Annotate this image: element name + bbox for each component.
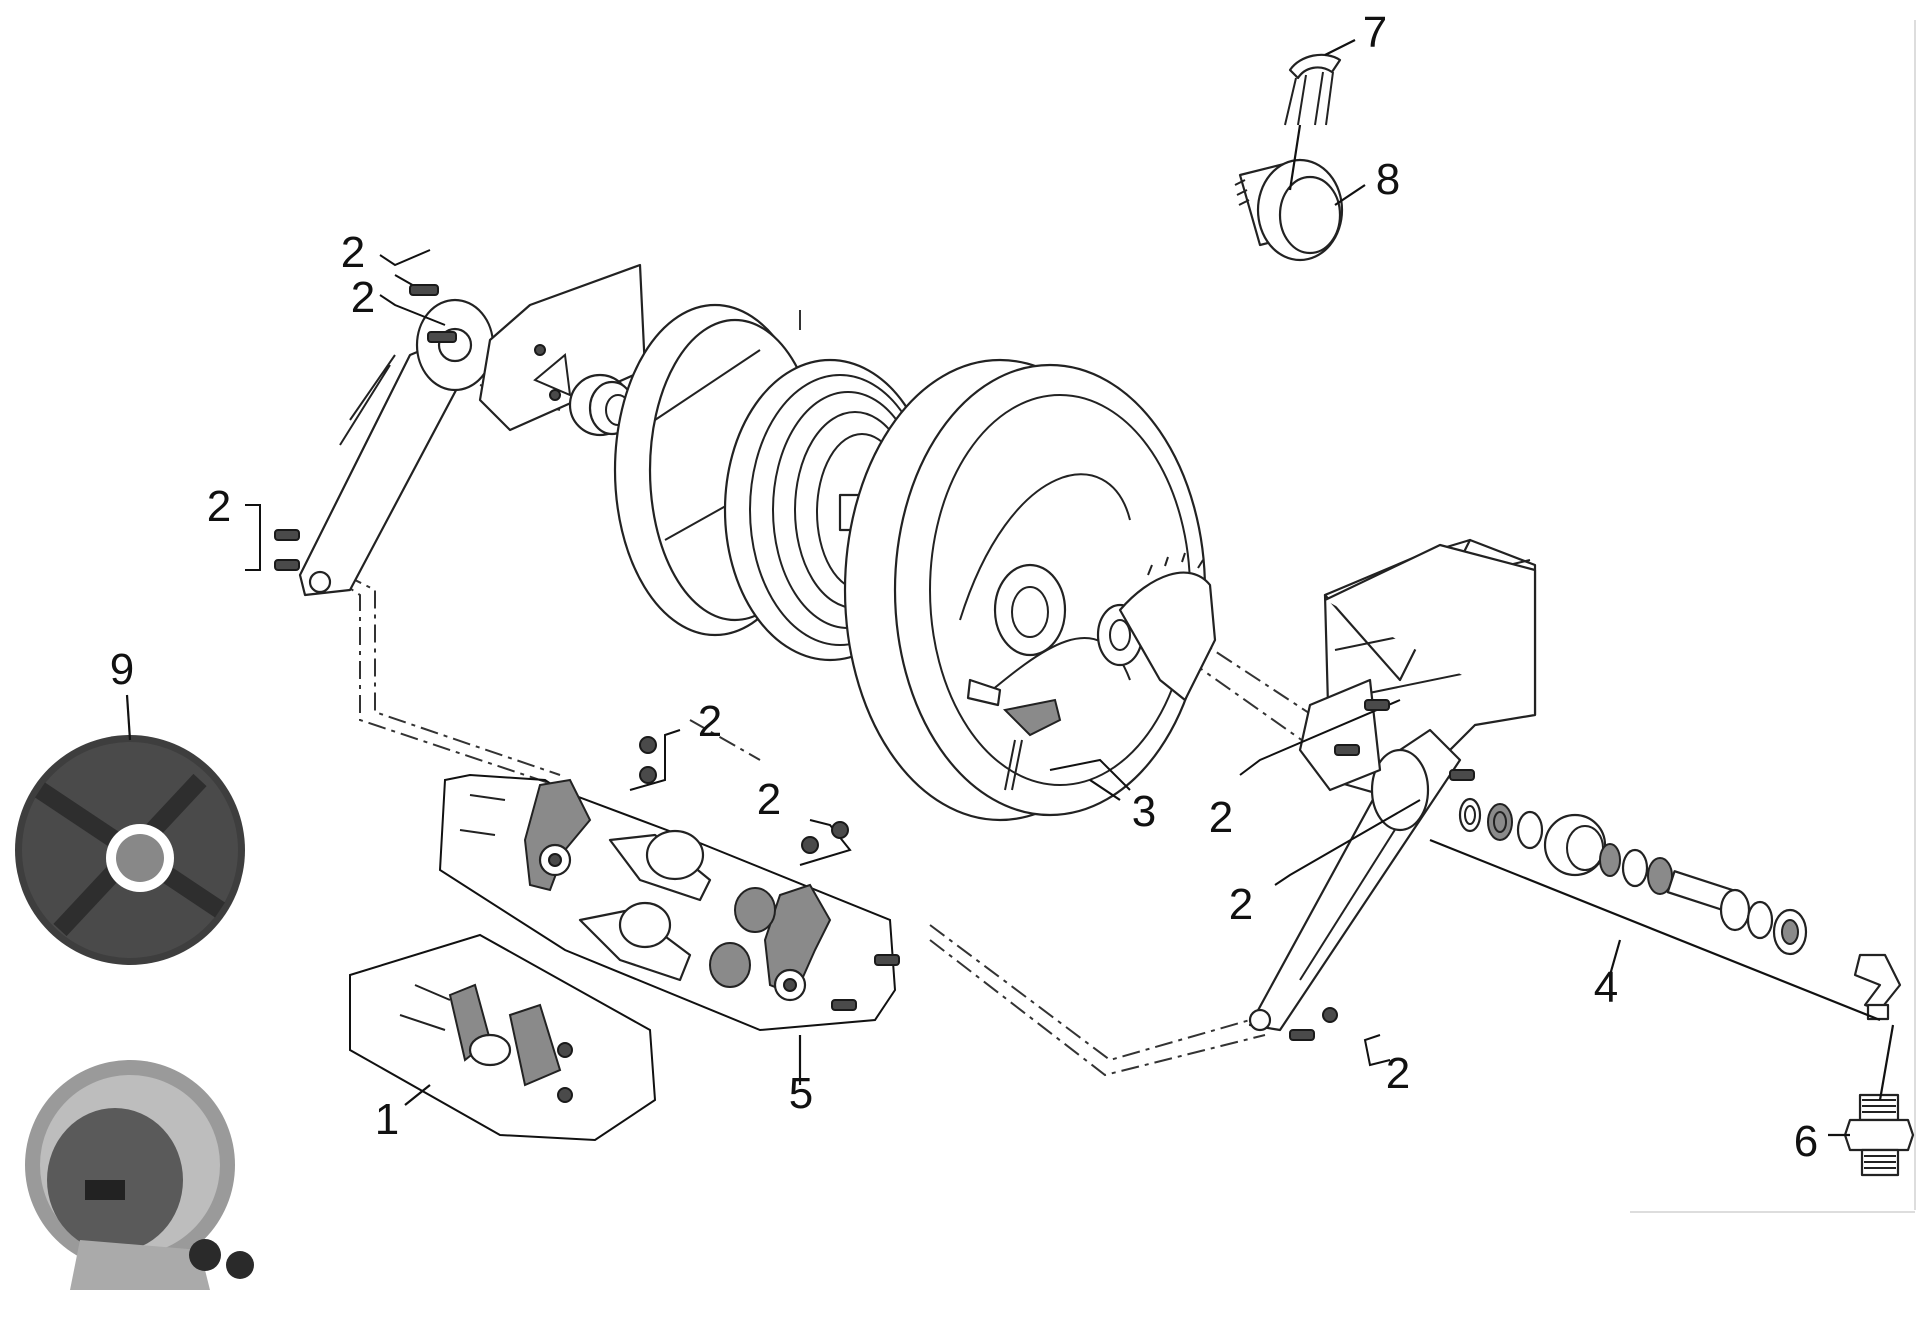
threaded-fitting [1843,1093,1915,1177]
assembly-5-brackets [438,773,897,1032]
callout-7: 7 [1362,8,1388,57]
callout-2-center-b: 2 [756,775,782,824]
bolts [274,284,1475,1103]
hose-drum [843,358,1217,822]
callout-2-bottom-right: 2 [1385,1049,1411,1098]
callout-1: 1 [374,1095,400,1144]
callout-2-right-a: 2 [1208,793,1234,842]
callout-2-top-b: 2 [350,273,376,322]
callout-5: 5 [788,1069,814,1118]
callout-2-right-b: 2 [1228,880,1254,929]
reel-cover-photo [15,735,245,965]
swivel-joint-parts [1458,797,1902,1021]
callout-3: 3 [1131,787,1157,836]
left-side-bracket [298,263,647,597]
callout-6: 6 [1793,1117,1819,1166]
callout-8: 8 [1375,155,1401,204]
assembly-1-bracket [349,933,657,1142]
callout-2-left: 2 [206,482,232,531]
nozzle-fitting [1234,53,1344,262]
callout-9: 9 [109,645,135,694]
right-side-bracket [1248,538,1537,1032]
reel-assembly-photo [25,1060,254,1290]
callout-4: 4 [1593,963,1619,1012]
callout-2-center-a: 2 [697,697,723,746]
callout-leaders [125,39,1895,1137]
callout-2-top-a: 2 [340,228,366,277]
